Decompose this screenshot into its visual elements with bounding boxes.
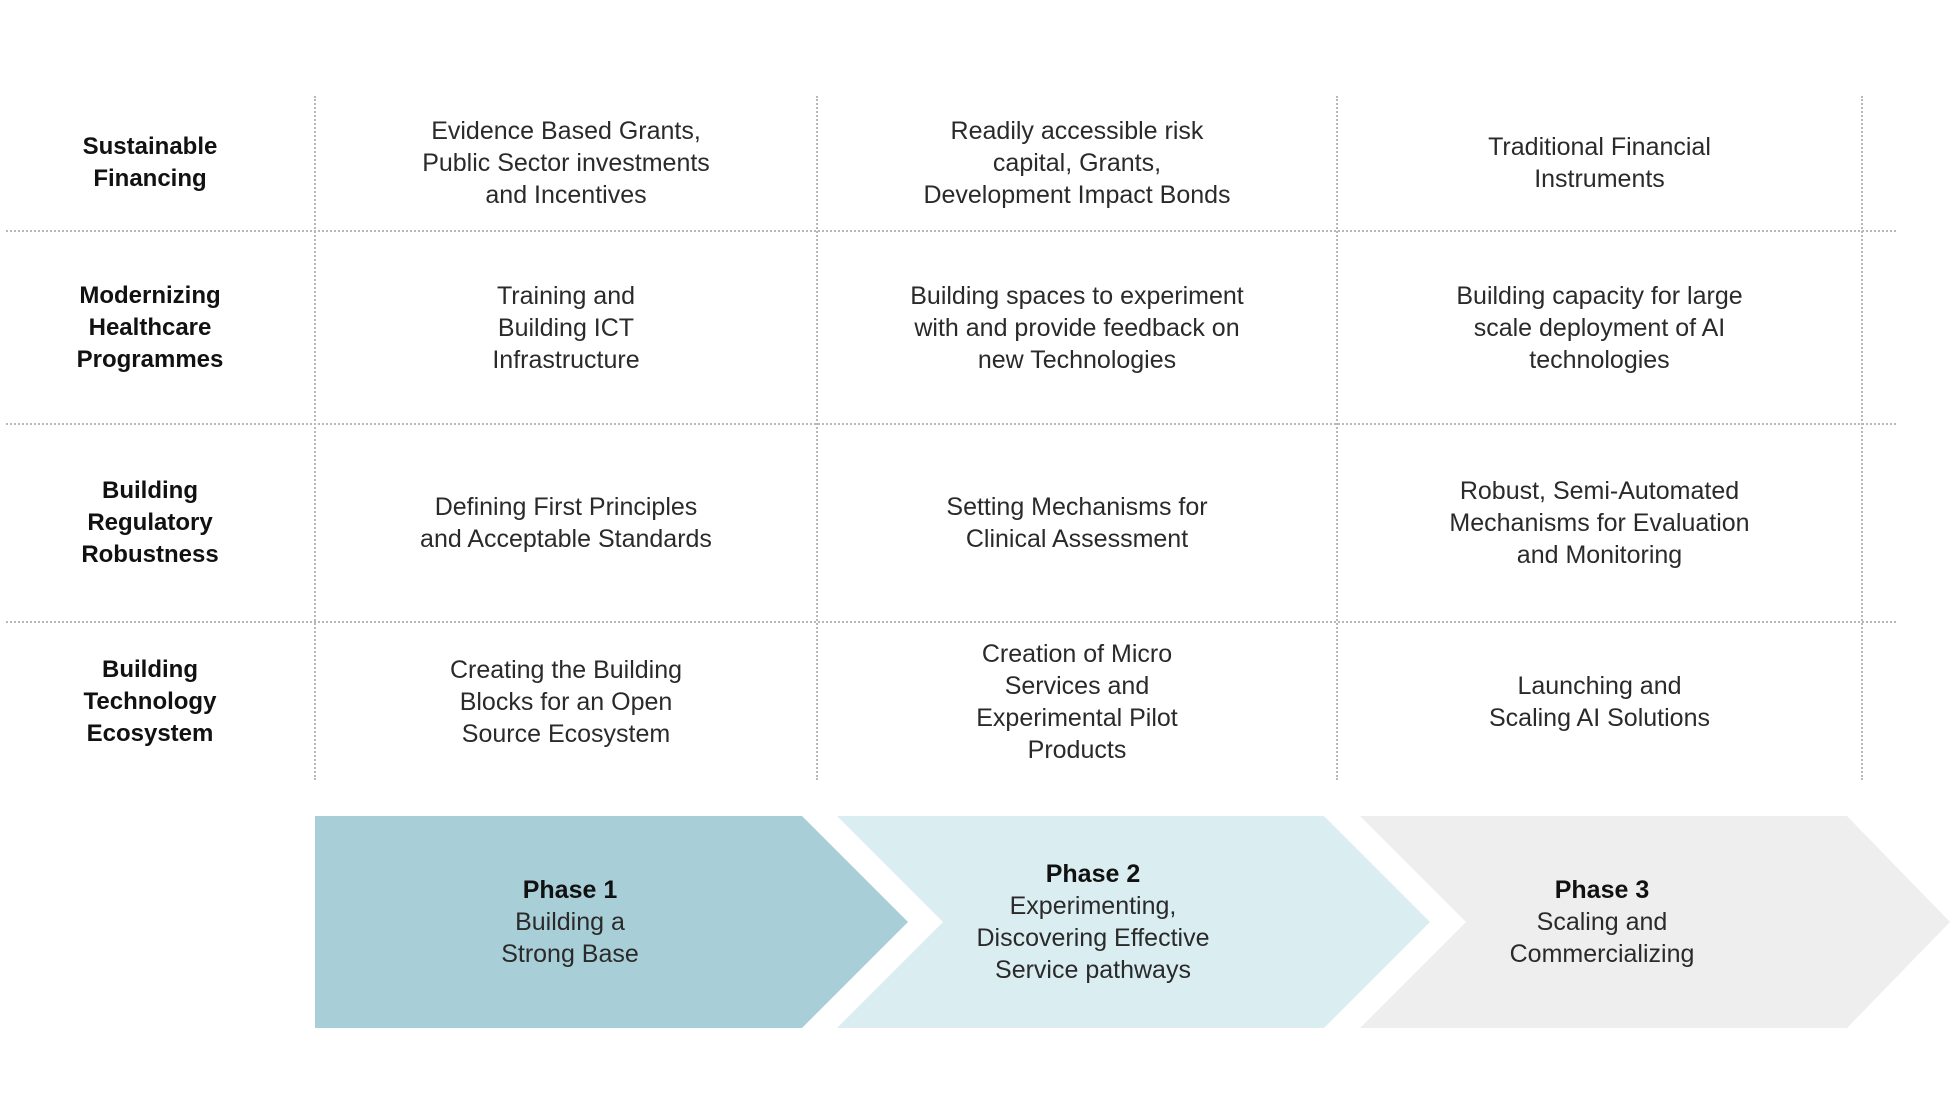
cell-financing-phase-1: Evidence Based Grants, Public Sector inv… xyxy=(422,117,710,209)
row-divider xyxy=(6,621,1896,623)
column-divider xyxy=(816,96,818,780)
cell-regulatory-phase-2: Setting Mechanisms for Clinical Assessme… xyxy=(946,493,1208,553)
cell-technology-phase-3: Launching and Scaling AI Solutions xyxy=(1489,671,1710,732)
phase-3-arrow xyxy=(1360,816,1950,1028)
row-label-technology-ecosystem: Building Technology Ecosystem xyxy=(83,655,217,747)
row-label-sustainable-financing: Sustainable Financing xyxy=(82,133,218,192)
phase-2-label: Phase 2 Experimenting, Discovering Effec… xyxy=(843,816,1343,1028)
phase-1-title: Phase 1 xyxy=(522,876,618,904)
phase-1-body: Building a Strong Base xyxy=(501,908,639,968)
phase-arrows: Phase 1 Building a Strong Base Phase 2 E… xyxy=(0,816,1950,1028)
cell-healthcare-phase-1: Training and Building ICT Infrastructure xyxy=(492,281,640,374)
column-divider xyxy=(1336,96,1338,780)
phase-3-title: Phase 3 xyxy=(1554,876,1650,904)
cell-healthcare-phase-3: Building capacity for large scale deploy… xyxy=(1456,281,1743,374)
roadmap-grid: Sustainable Financing Evidence Based Gra… xyxy=(0,96,1900,780)
column-divider xyxy=(1861,96,1863,780)
row-divider xyxy=(6,423,1896,425)
phase-arrow-shapes xyxy=(315,816,1950,1028)
cell-regulatory-phase-1: Defining First Principles and Acceptable… xyxy=(420,493,712,553)
cell-financing-phase-2: Readily accessible risk capital, Grants,… xyxy=(923,117,1231,209)
column-divider xyxy=(314,96,316,780)
row-divider xyxy=(6,230,1896,232)
phase-1-arrow xyxy=(315,816,908,1028)
cell-regulatory-phase-3: Robust, Semi-Automated Mechanisms for Ev… xyxy=(1449,477,1750,569)
row-label-regulatory-robustness: Building Regulatory Robustness xyxy=(81,477,219,568)
phase-3-body: Scaling and Commercializing xyxy=(1509,908,1695,968)
cell-healthcare-phase-2: Building spaces to experiment with and p… xyxy=(910,281,1244,374)
phase-2-arrow xyxy=(837,816,1430,1028)
cell-technology-phase-1: Creating the Building Blocks for an Open… xyxy=(449,655,683,748)
phase-2-body: Experimenting, Discovering Effective Ser… xyxy=(976,892,1210,984)
phase-3-label: Phase 3 Scaling and Commercializing xyxy=(1352,816,1852,1028)
phase-1-label: Phase 1 Building a Strong Base xyxy=(315,816,825,1028)
cell-technology-phase-2: Creation of Micro Services and Experimen… xyxy=(976,639,1178,764)
row-label-modernizing-healthcare: Modernizing Healthcare Programmes xyxy=(76,281,224,373)
cell-financing-phase-3: Traditional Financial Instruments xyxy=(1488,133,1711,193)
phase-2-title: Phase 2 xyxy=(1045,860,1141,888)
